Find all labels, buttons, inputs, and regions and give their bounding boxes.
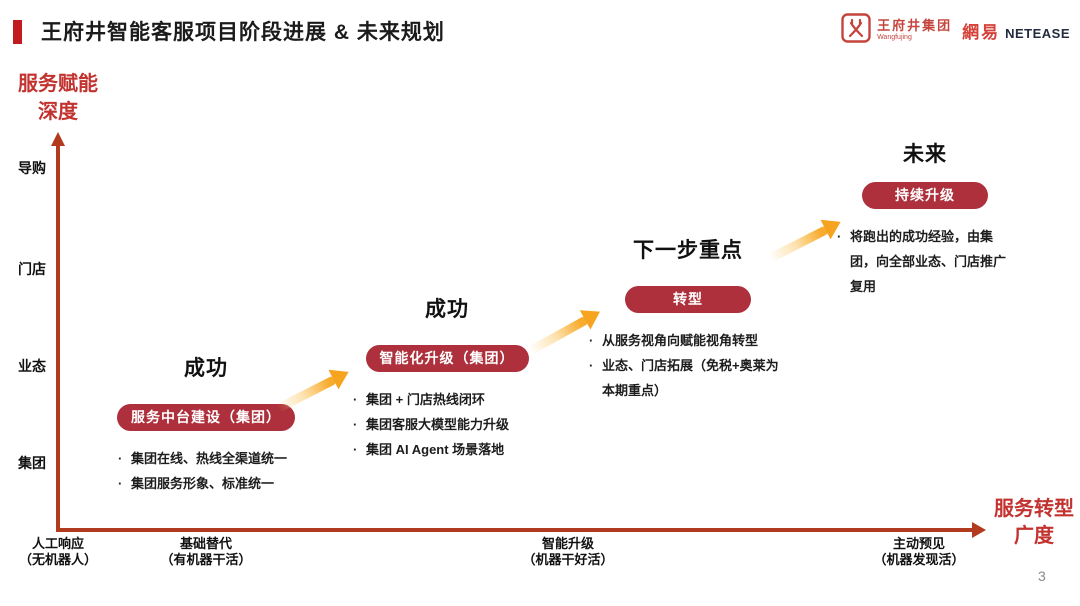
y-axis-arrowhead-icon: [51, 132, 65, 146]
stage-title: 下一步重点: [633, 239, 743, 262]
x-tick-proactive: 主动预见 （机器发现活）: [854, 536, 984, 568]
x-tick-sub: （有机器干活）: [160, 552, 252, 567]
stage-transformation: 下一步重点 转型 从服务视角向赋能视角转型 业态、门店拓展（免税+奥莱为本期重点…: [588, 238, 788, 403]
x-tick-sub: （机器发现活）: [873, 552, 965, 567]
x-axis-title: 服务转型 广度: [990, 496, 1078, 550]
x-tick-label: 基础替代: [179, 536, 232, 551]
wangfujing-sub: Wangfujing: [877, 34, 912, 41]
x-tick-sub: （无机器人）: [18, 552, 97, 567]
bullet-item: 集团服务形象、标准统一: [117, 471, 295, 496]
x-axis-line: [56, 528, 974, 532]
stage-pill: 智能化升级（集团）: [365, 345, 529, 372]
bullet-item: 业态、门店拓展（免税+奥莱为本期重点）: [588, 353, 788, 403]
x-tick-label: 智能升级: [541, 536, 594, 551]
x-axis-title-line2: 广度: [1014, 525, 1054, 547]
bullet-item: 集团在线、热线全渠道统一: [117, 446, 295, 471]
wangfujing-name: 王府井集团: [877, 18, 953, 33]
logo-group: 王府井集团 Wangfujing 網易 NETEASE: [841, 13, 1070, 48]
bullet-item: 从服务视角向赋能视角转型: [588, 328, 788, 353]
bullet-item: 集团 + 门店热线闭环: [352, 387, 542, 412]
wangfujing-logo: 王府井集团 Wangfujing: [841, 13, 952, 48]
bullet-item: 集团 AI Agent 场景落地: [352, 437, 542, 462]
y-axis-line: [56, 146, 60, 531]
x-axis-arrowhead-icon: [972, 522, 986, 538]
stage-title: 成功: [184, 357, 228, 380]
stage-title: 成功: [425, 298, 469, 321]
stage-pill: 持续升级: [862, 182, 988, 209]
x-axis-title-line1: 服务转型: [994, 498, 1074, 520]
x-tick-manual: 人工响应 （无机器人）: [0, 536, 123, 568]
title-accent-bar: [13, 20, 22, 44]
y-tick-yetai: 业态: [18, 358, 46, 374]
y-tick-jituan: 集团: [18, 455, 46, 471]
wangfujing-logo-text: 王府井集团 Wangfujing: [877, 19, 952, 42]
progress-arrow-icon: [764, 211, 846, 269]
x-tick-basic: 基础替代 （有机器干活）: [141, 536, 271, 568]
stage-title: 未来: [903, 143, 947, 166]
arrow-head: [328, 362, 354, 390]
stage-bullets: 集团 + 门店热线闭环 集团客服大模型能力升级 集团 AI Agent 场景落地: [352, 387, 542, 462]
stage-intelligent-upgrade: 成功 智能化升级（集团） 集团 + 门店热线闭环 集团客服大模型能力升级 集团 …: [352, 297, 542, 462]
stage-pill: 服务中台建设（集团）: [117, 404, 295, 431]
y-axis-title-line2: 深度: [38, 101, 78, 123]
stage-bullets: 集团在线、热线全渠道统一 集团服务形象、标准统一: [117, 446, 295, 496]
page-number: 3: [1038, 568, 1046, 584]
netease-cn-text: 網易: [962, 23, 1001, 42]
x-tick-smart: 智能升级 （机器干好活）: [503, 536, 633, 568]
bullet-item: 将跑出的成功经验，由集团，向全部业态、门店推广复用: [836, 224, 1014, 299]
y-axis-title-line1: 服务赋能: [18, 73, 98, 95]
y-axis-title: 服务赋能 深度: [6, 70, 110, 126]
stage-bullets: 从服务视角向赋能视角转型 业态、门店拓展（免税+奥莱为本期重点）: [588, 328, 788, 403]
stage-future: 未来 持续升级 将跑出的成功经验，由集团，向全部业态、门店推广复用: [836, 142, 1014, 299]
netease-logo: 網易 NETEASE: [962, 18, 1070, 43]
arrow-shaft: [767, 224, 830, 263]
x-tick-label: 主动预见: [892, 536, 945, 551]
y-tick-daogou: 导购: [18, 160, 46, 176]
stage-service-platform: 成功 服务中台建设（集团） 集团在线、热线全渠道统一 集团服务形象、标准统一: [117, 356, 295, 496]
page-title: 王府井智能客服项目阶段进展 & 未来规划: [41, 21, 445, 44]
netease-en-text: NETEASE: [1005, 26, 1070, 41]
wangfujing-logo-icon: [841, 13, 871, 48]
x-tick-label: 人工响应: [31, 536, 84, 551]
y-tick-mendian: 门店: [18, 261, 46, 277]
bullet-item: 集团客服大模型能力升级: [352, 412, 542, 437]
x-tick-sub: （机器干好活）: [522, 552, 614, 567]
stage-pill: 转型: [625, 286, 751, 313]
stage-bullets: 将跑出的成功经验，由集团，向全部业态、门店推广复用: [836, 224, 1014, 299]
